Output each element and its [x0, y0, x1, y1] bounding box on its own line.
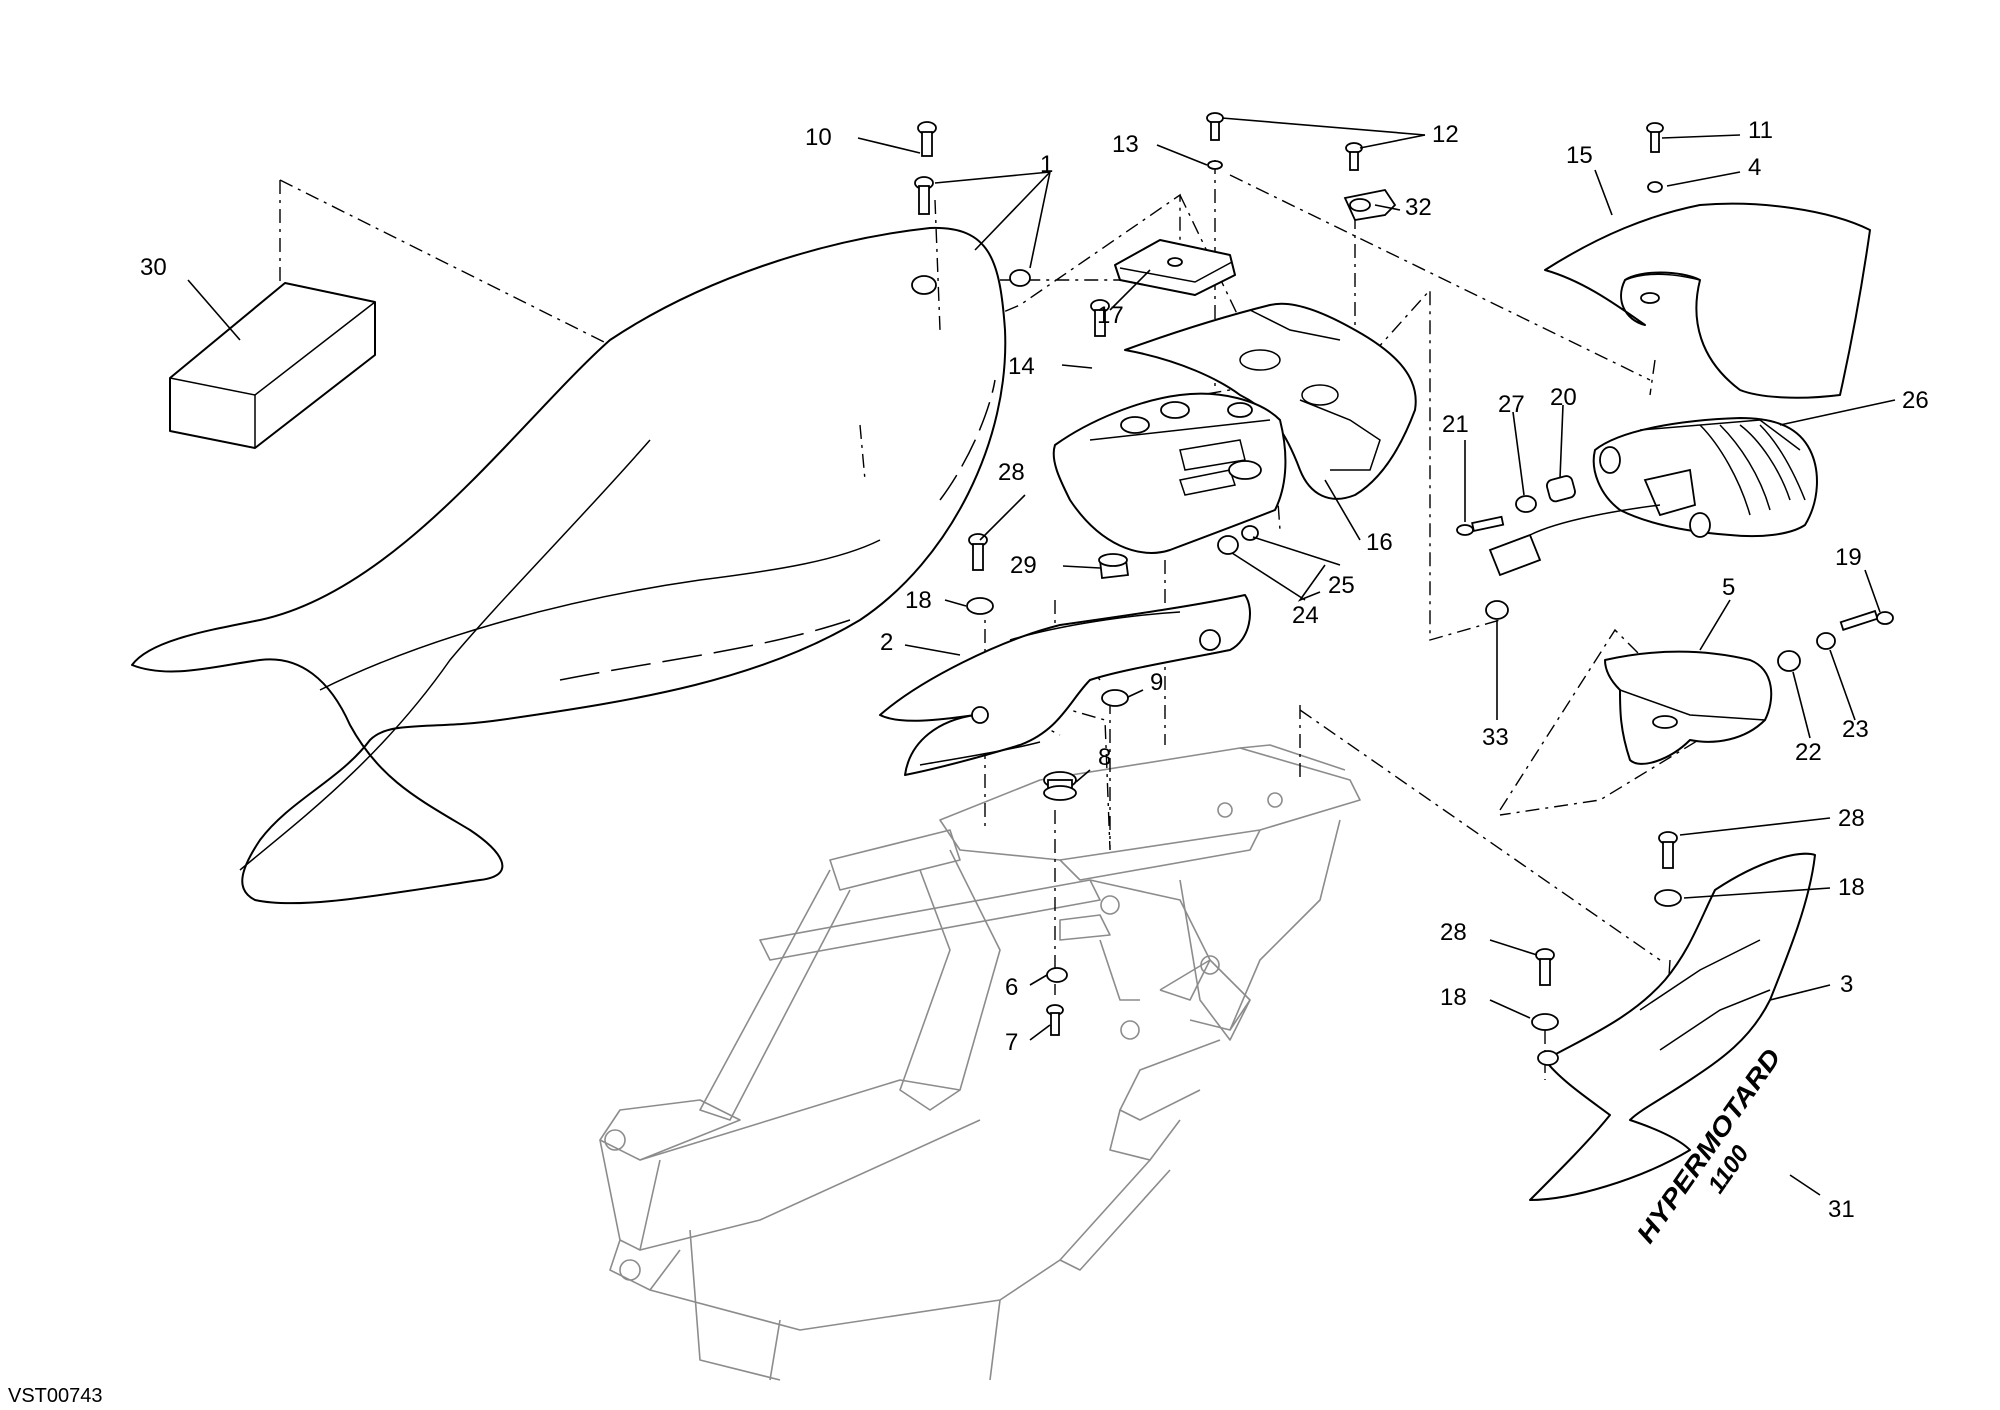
callout-11: 11: [1748, 117, 1773, 144]
diagram-code: VST00743: [8, 1385, 103, 1407]
callout-31: 31: [1828, 1196, 1855, 1223]
callout-16: 16: [1366, 529, 1393, 556]
callout-20: 20: [1550, 384, 1577, 411]
part-16-tail-bracket: [1124, 302, 1417, 500]
callout-28b: 28: [1838, 805, 1865, 832]
callout-4: 4: [1748, 154, 1761, 181]
hardware: [911, 112, 1894, 1036]
callout-18b: 18: [1838, 874, 1865, 901]
callout-6: 6: [1005, 974, 1018, 1001]
callout-21: 21: [1442, 411, 1469, 438]
screw-1-stud: [914, 176, 934, 215]
part-30-foam-block: [169, 282, 376, 449]
callout-26: 26: [1902, 387, 1929, 414]
part-17-bracket: [1114, 239, 1236, 296]
part-14-undertray: [1052, 392, 1287, 554]
callout-18a: 18: [905, 587, 932, 614]
part-15-tail-cover: [1544, 202, 1871, 399]
callout-3: 3: [1840, 971, 1853, 998]
callout-7: 7: [1005, 1029, 1018, 1056]
part-26-tail-light: [1488, 417, 1818, 577]
callout-12: 12: [1432, 121, 1459, 148]
callout-2: 2: [880, 629, 893, 656]
callout-14: 14: [1008, 353, 1035, 380]
seat: [131, 199, 1007, 905]
callout-labels: 1 2 3 4 5 6 7 8 9 10 11 12 13 14 15 16 1…: [140, 117, 1929, 1223]
rear-subframe: [599, 744, 1361, 1381]
callout-5: 5: [1722, 574, 1735, 601]
callout-22: 22: [1795, 739, 1822, 766]
callout-8: 8: [1098, 744, 1111, 771]
callout-32: 32: [1405, 194, 1432, 221]
callout-10: 10: [805, 124, 832, 151]
leader-lines: [187, 117, 1896, 1196]
callout-9: 9: [1150, 669, 1163, 696]
callout-33: 33: [1482, 724, 1509, 751]
callout-19: 19: [1835, 544, 1862, 571]
callout-28a: 28: [998, 459, 1025, 486]
callout-27: 27: [1498, 391, 1525, 418]
callout-18c: 18: [1440, 984, 1467, 1011]
callout-17: 17: [1097, 302, 1124, 329]
part-3-right-side-panel: [1529, 852, 1816, 1201]
part-5-bracket: [1604, 650, 1773, 765]
screw-10: [917, 121, 937, 157]
callout-25: 25: [1328, 572, 1355, 599]
callout-24: 24: [1292, 602, 1319, 629]
callout-1: 1: [1040, 151, 1053, 178]
callout-30: 30: [140, 254, 167, 281]
callout-15: 15: [1566, 142, 1593, 169]
callout-13: 13: [1112, 131, 1139, 158]
callout-28c: 28: [1440, 919, 1467, 946]
callout-23: 23: [1842, 716, 1869, 743]
part-2-left-side-panel: [879, 594, 1251, 776]
callout-29: 29: [1010, 552, 1037, 579]
